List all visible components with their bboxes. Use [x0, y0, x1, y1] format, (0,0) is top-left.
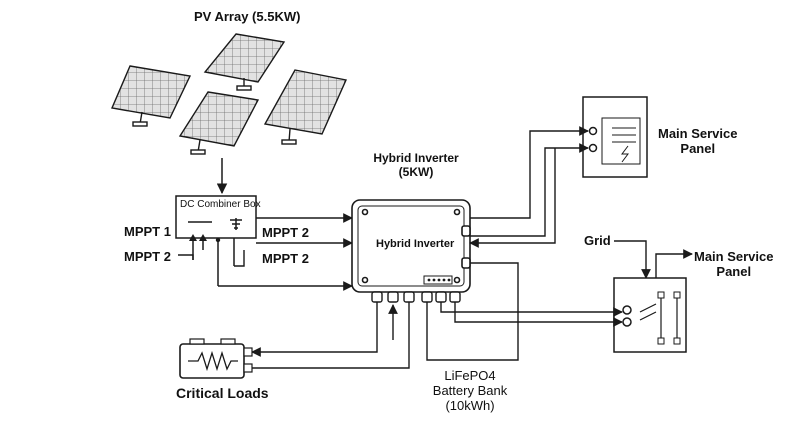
- critical-loads-unit: [179, 338, 253, 379]
- main-service-panel-top-line2: Panel: [680, 140, 716, 156]
- inverter-title-line1: Hybrid Inverter: [373, 151, 459, 165]
- grid-label: Grid: [584, 233, 611, 248]
- battery-label-line3: (10kWh): [445, 397, 495, 413]
- battery-label: LiFePO4 Battery Bank (10kWh): [430, 368, 510, 414]
- main-service-panel-top: [582, 96, 648, 178]
- battery-label-line1: LiFePO4: [444, 368, 496, 383]
- inverter-to-battery-wiring: [426, 262, 519, 361]
- mppt-right-2-label: MPPT 2: [262, 251, 309, 266]
- dc-combiner-box: [175, 195, 257, 286]
- main-service-panel-top-line1: Main Service: [658, 126, 738, 141]
- inverter-bottom-ports: [371, 291, 461, 303]
- combiner-box-label: DC Combiner Box: [180, 199, 261, 210]
- solar-panel-4: [263, 69, 347, 145]
- main-service-panel-right-line1: Main Service: [694, 249, 774, 264]
- critical-loads-label: Critical Loads: [176, 385, 269, 401]
- main-service-panel-right-line2: Panel: [716, 263, 752, 279]
- right-panel-outlet-wiring: [655, 249, 693, 278]
- main-service-panel-right-label: Main Service Panel: [694, 249, 774, 280]
- battery-label-line2: Battery Bank: [432, 382, 508, 398]
- inverter-to-top-panel-wiring: [469, 126, 589, 248]
- mppt-wiring: [178, 213, 353, 291]
- inverter-title-line2: (5KW): [398, 164, 434, 179]
- inverter-to-right-panel-wiring: [440, 302, 623, 327]
- inverter-body-label: Hybrid Inverter: [376, 238, 455, 250]
- solar-panel-1: [111, 65, 192, 127]
- solar-panel-3: [178, 91, 260, 155]
- pv-array-title: PV Array (5.5KW): [194, 9, 301, 24]
- mppt-right-1-label: MPPT 2: [262, 225, 309, 240]
- pv-array: [111, 33, 347, 155]
- inverter-to-loads-wiring: [251, 302, 410, 369]
- mppt-left-1-label: MPPT 1: [124, 224, 171, 239]
- main-service-panel-right: [613, 277, 687, 353]
- inverter-indicator-lights: [427, 278, 451, 282]
- main-service-panel-top-label: Main Service Panel: [658, 126, 738, 157]
- hybrid-inverter: [351, 199, 471, 293]
- mppt-left-2-label: MPPT 2: [124, 249, 171, 264]
- inverter-title: Hybrid Inverter (5KW): [360, 151, 472, 180]
- grid-wiring: [614, 240, 651, 279]
- solar-panel-2: [203, 33, 286, 91]
- combiner-terminals: [189, 234, 221, 243]
